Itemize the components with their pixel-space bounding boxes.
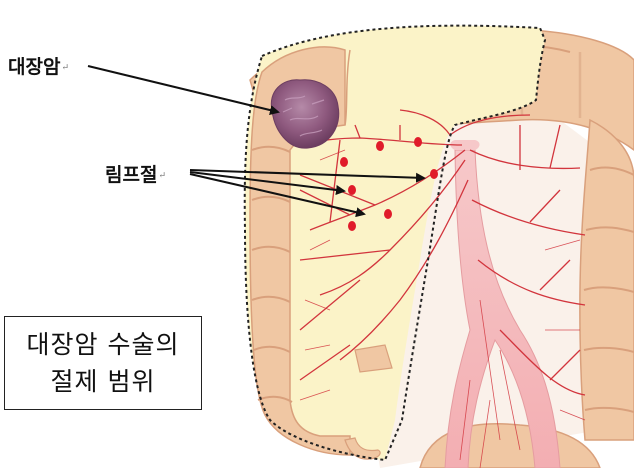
tumor-pointer-arrow (87, 65, 280, 115)
caption-box: 대장암 수술의 절제 범위 (4, 316, 202, 410)
mesenteric-vessels (299, 109, 586, 396)
caption-line-2: 절제 범위 (50, 367, 156, 396)
ascending-colon (249, 46, 351, 456)
vessel-branches-fine (299, 149, 586, 468)
descending-colon (579, 118, 634, 441)
lymph-node (348, 185, 356, 195)
lymph-pointer-arrow (189, 169, 426, 183)
pointer-arrows (87, 65, 426, 218)
lymph-node (384, 209, 392, 219)
return-mark-icon: ↵ (158, 171, 166, 181)
lymph-node-label: 림프절↵ (105, 160, 166, 187)
lymph-node (376, 141, 384, 151)
tumor-label: 대장암↵ (8, 52, 69, 79)
lymph-node (430, 169, 438, 179)
lymph-nodes (340, 137, 438, 231)
resection-boundary (243, 24, 547, 462)
lymph-pointer-arrow (189, 173, 366, 218)
superior-mesenteric-artery (444, 140, 561, 468)
caption-line-1: 대장암 수술의 (26, 330, 180, 359)
lymph-node (348, 221, 356, 231)
tumor-mass (270, 79, 340, 149)
ileum-stub (354, 344, 393, 373)
tumor-label-text: 대장암 (8, 56, 61, 78)
lymph-node-label-text: 림프절 (105, 164, 158, 186)
lymph-node (414, 137, 422, 147)
return-mark-icon: ↵ (61, 63, 69, 73)
lymph-pointer-arrow (189, 171, 346, 195)
lymph-node (340, 157, 348, 167)
